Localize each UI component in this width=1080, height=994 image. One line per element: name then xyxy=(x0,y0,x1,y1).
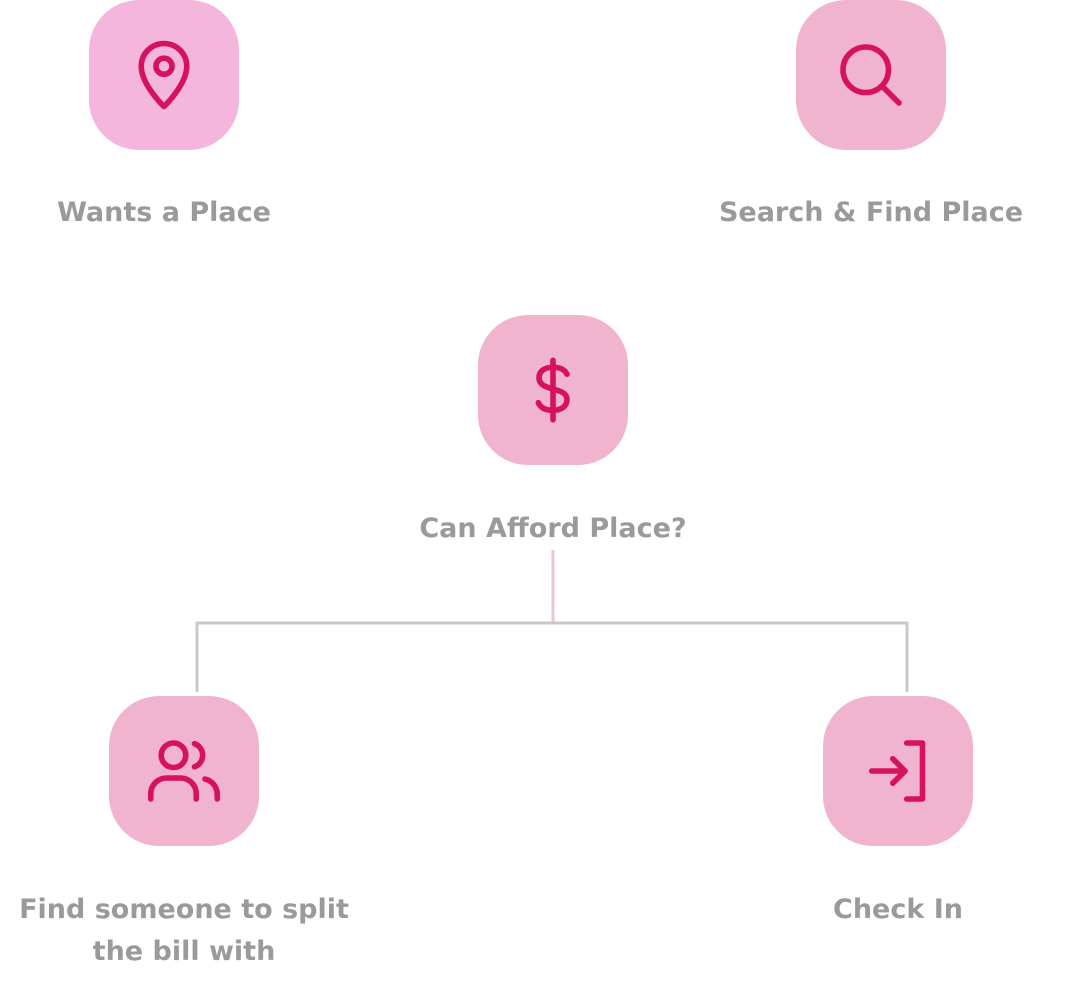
check-in-label: Check In xyxy=(833,894,963,925)
map-pin-icon xyxy=(138,40,190,110)
split-bill-label-line1: Find someone to split xyxy=(19,894,349,925)
search-icon xyxy=(840,44,902,106)
dollar-icon xyxy=(535,357,570,423)
afford-place-label: Can Afford Place? xyxy=(419,513,687,544)
split-bill-label: Find someone to split the bill with xyxy=(4,889,364,973)
login-icon xyxy=(868,740,926,802)
wants-place-label: Wants a Place xyxy=(57,197,271,228)
connector-branch xyxy=(195,621,909,692)
users-icon xyxy=(147,740,221,802)
check-in-icon-tile xyxy=(823,696,973,846)
afford-place-icon-tile xyxy=(478,315,628,465)
split-bill-label-line2: the bill with xyxy=(92,936,276,967)
search-place-label: Search & Find Place xyxy=(718,197,1024,228)
split-bill-icon-tile xyxy=(109,696,259,846)
wants-place-icon-tile xyxy=(89,0,239,150)
search-place-icon-tile xyxy=(796,0,946,150)
